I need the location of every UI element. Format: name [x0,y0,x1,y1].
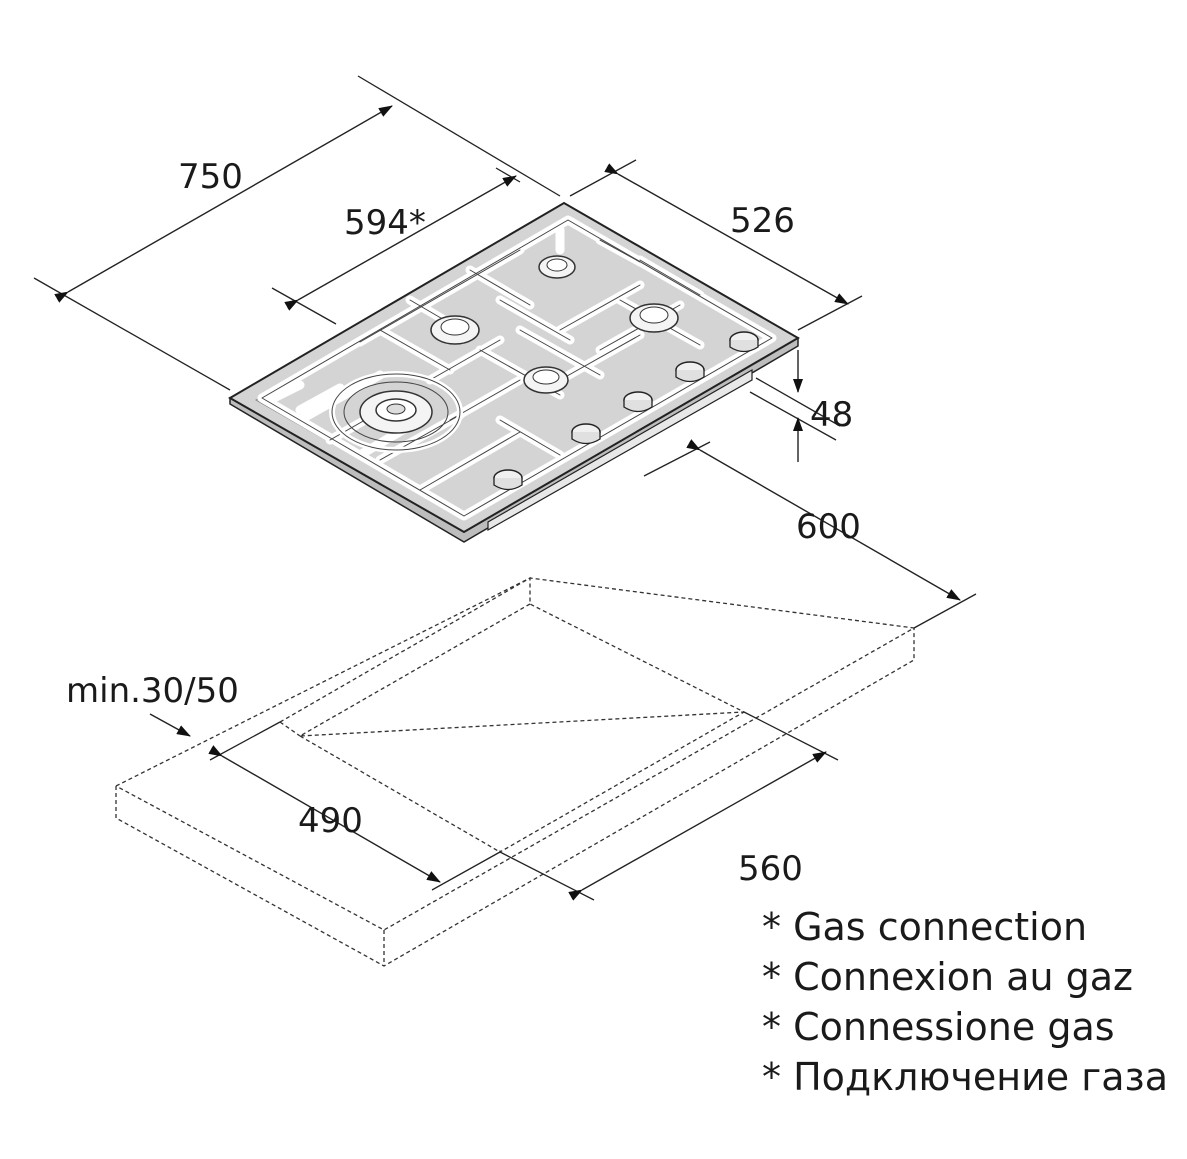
note-gas-connection-it: * Connessione gas [762,1005,1115,1049]
dim-750 [33,75,561,391]
burner-front-centre [523,366,569,394]
dim-526 [569,159,863,331]
note-gas-connection-fr: * Connexion au gaz [762,955,1133,999]
label-594: 594* [344,203,426,243]
burner-rear-centre [538,255,576,279]
burner-rear-left [430,315,480,345]
dim-600 [643,439,977,629]
note-gas-connection-en: * Gas connection [762,905,1087,949]
dim-490 [208,721,501,891]
dim-560 [499,711,839,901]
label-min-30-50: min.30/50 [66,671,239,711]
wok-burner [329,371,463,453]
dim-594 [271,167,521,325]
burners [329,255,679,453]
note-gas-connection-ru: * Подключение газа [762,1055,1168,1099]
label-750: 750 [178,157,243,197]
dim-min-30-50 [149,713,191,737]
burner-right [629,303,679,333]
label-560: 560 [738,849,803,889]
label-600: 600 [796,507,861,547]
label-526: 526 [730,201,795,241]
label-490: 490 [298,801,363,841]
control-knobs [493,331,759,491]
label-48: 48 [810,395,853,435]
